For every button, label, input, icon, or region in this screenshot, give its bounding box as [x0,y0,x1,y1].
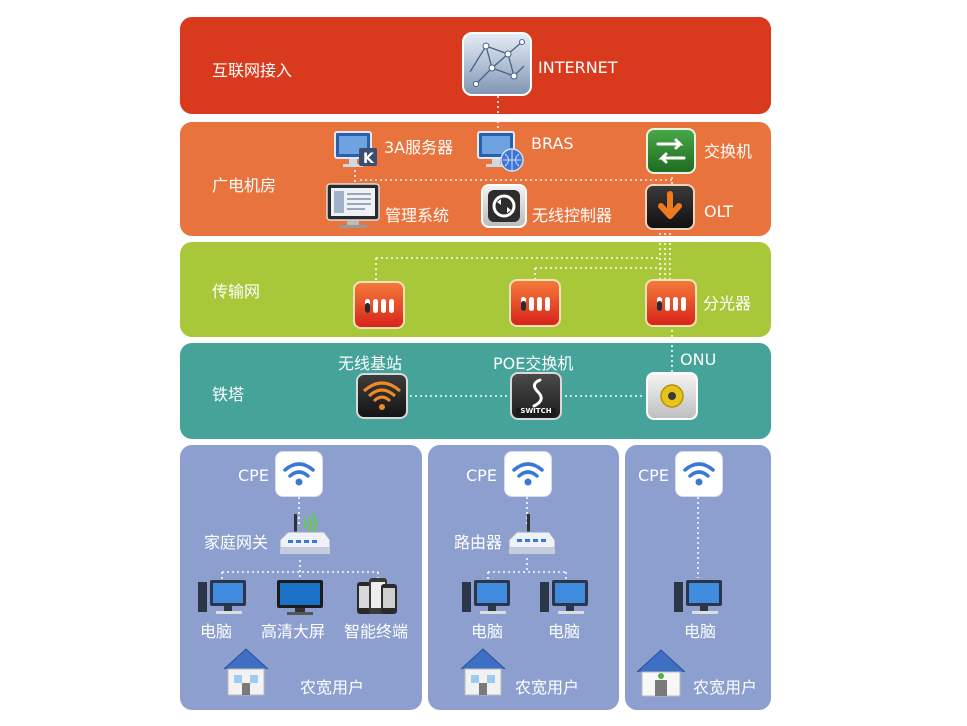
house-icon-3[interactable] [633,646,689,700]
pc-icon-3a[interactable] [672,578,724,618]
svg-text:K: K [363,151,375,167]
device-label-1b: 高清大屏 [261,622,326,641]
device-label-2b: 电脑 [548,622,581,641]
hd-screen-icon[interactable] [275,578,325,618]
bras-icon[interactable] [476,130,524,174]
splitter-icon-1[interactable] [353,281,405,329]
pc-icon-2a[interactable] [460,578,512,618]
cpe-wifi-icon-2[interactable] [504,451,552,497]
cpe-wifi-icon-3[interactable] [675,451,723,497]
wireless-controller-label: 无线控制器 [532,206,613,225]
cpe-wifi-icon-1[interactable] [275,451,323,497]
user-label-2: 农宽用户 [515,678,580,697]
switch-label: 交换机 [704,142,753,161]
olt-icon[interactable] [645,184,695,230]
wireless-controller-icon[interactable] [481,184,527,228]
management-system-label: 管理系统 [385,206,450,225]
base-station-label: 无线基站 [338,354,403,373]
management-system-icon[interactable] [325,182,381,230]
device-label-3a: 电脑 [684,622,717,641]
device-label-2a: 电脑 [471,622,504,641]
splitter-icon-3[interactable] [645,279,697,327]
home-gateway-label: 家庭网关 [204,533,269,552]
internet-globe-icon[interactable] [462,32,532,96]
poe-switch-tag: SWITCH [520,407,552,415]
switch-icon[interactable] [646,128,696,174]
base-station-icon[interactable] [356,373,408,419]
home-gateway-icon[interactable] [276,510,332,560]
cpe-label-2: CPE [466,466,497,485]
house-icon-1[interactable] [220,645,272,699]
internet-label: INTERNET [538,58,618,77]
splitter-icon-2[interactable] [509,279,561,327]
layer-title-internet: 互联网接入 [212,61,293,80]
user-label-3: 农宽用户 [693,678,758,697]
cpe-label-1: CPE [238,466,269,485]
pc-icon-2b[interactable] [538,578,590,618]
aaa-server-icon[interactable]: K [333,130,379,172]
layer-title-station: 广电机房 [212,176,277,195]
bras-label: BRAS [531,134,574,153]
router-icon[interactable] [505,512,557,558]
house-icon-2[interactable] [457,645,509,699]
cpe-label-3: CPE [638,466,669,485]
device-label-1a: 电脑 [200,622,233,641]
onu-icon[interactable] [646,372,698,420]
device-label-1c: 智能终端 [344,622,409,641]
poe-switch-label: POE交换机 [493,354,574,373]
olt-label: OLT [704,202,734,221]
aaa-server-label: 3A服务器 [384,138,454,157]
layer-title-transport: 传输网 [212,282,261,301]
onu-label: ONU [680,350,717,369]
poe-switch-icon[interactable]: SWITCH [510,372,562,420]
smart-terminal-icon[interactable] [355,576,399,618]
router-label: 路由器 [454,533,503,552]
user-label-1: 农宽用户 [300,678,365,697]
splitter-label: 分光器 [703,294,752,313]
layer-title-tower: 铁塔 [212,385,245,404]
pc-icon-1a[interactable] [196,578,248,618]
